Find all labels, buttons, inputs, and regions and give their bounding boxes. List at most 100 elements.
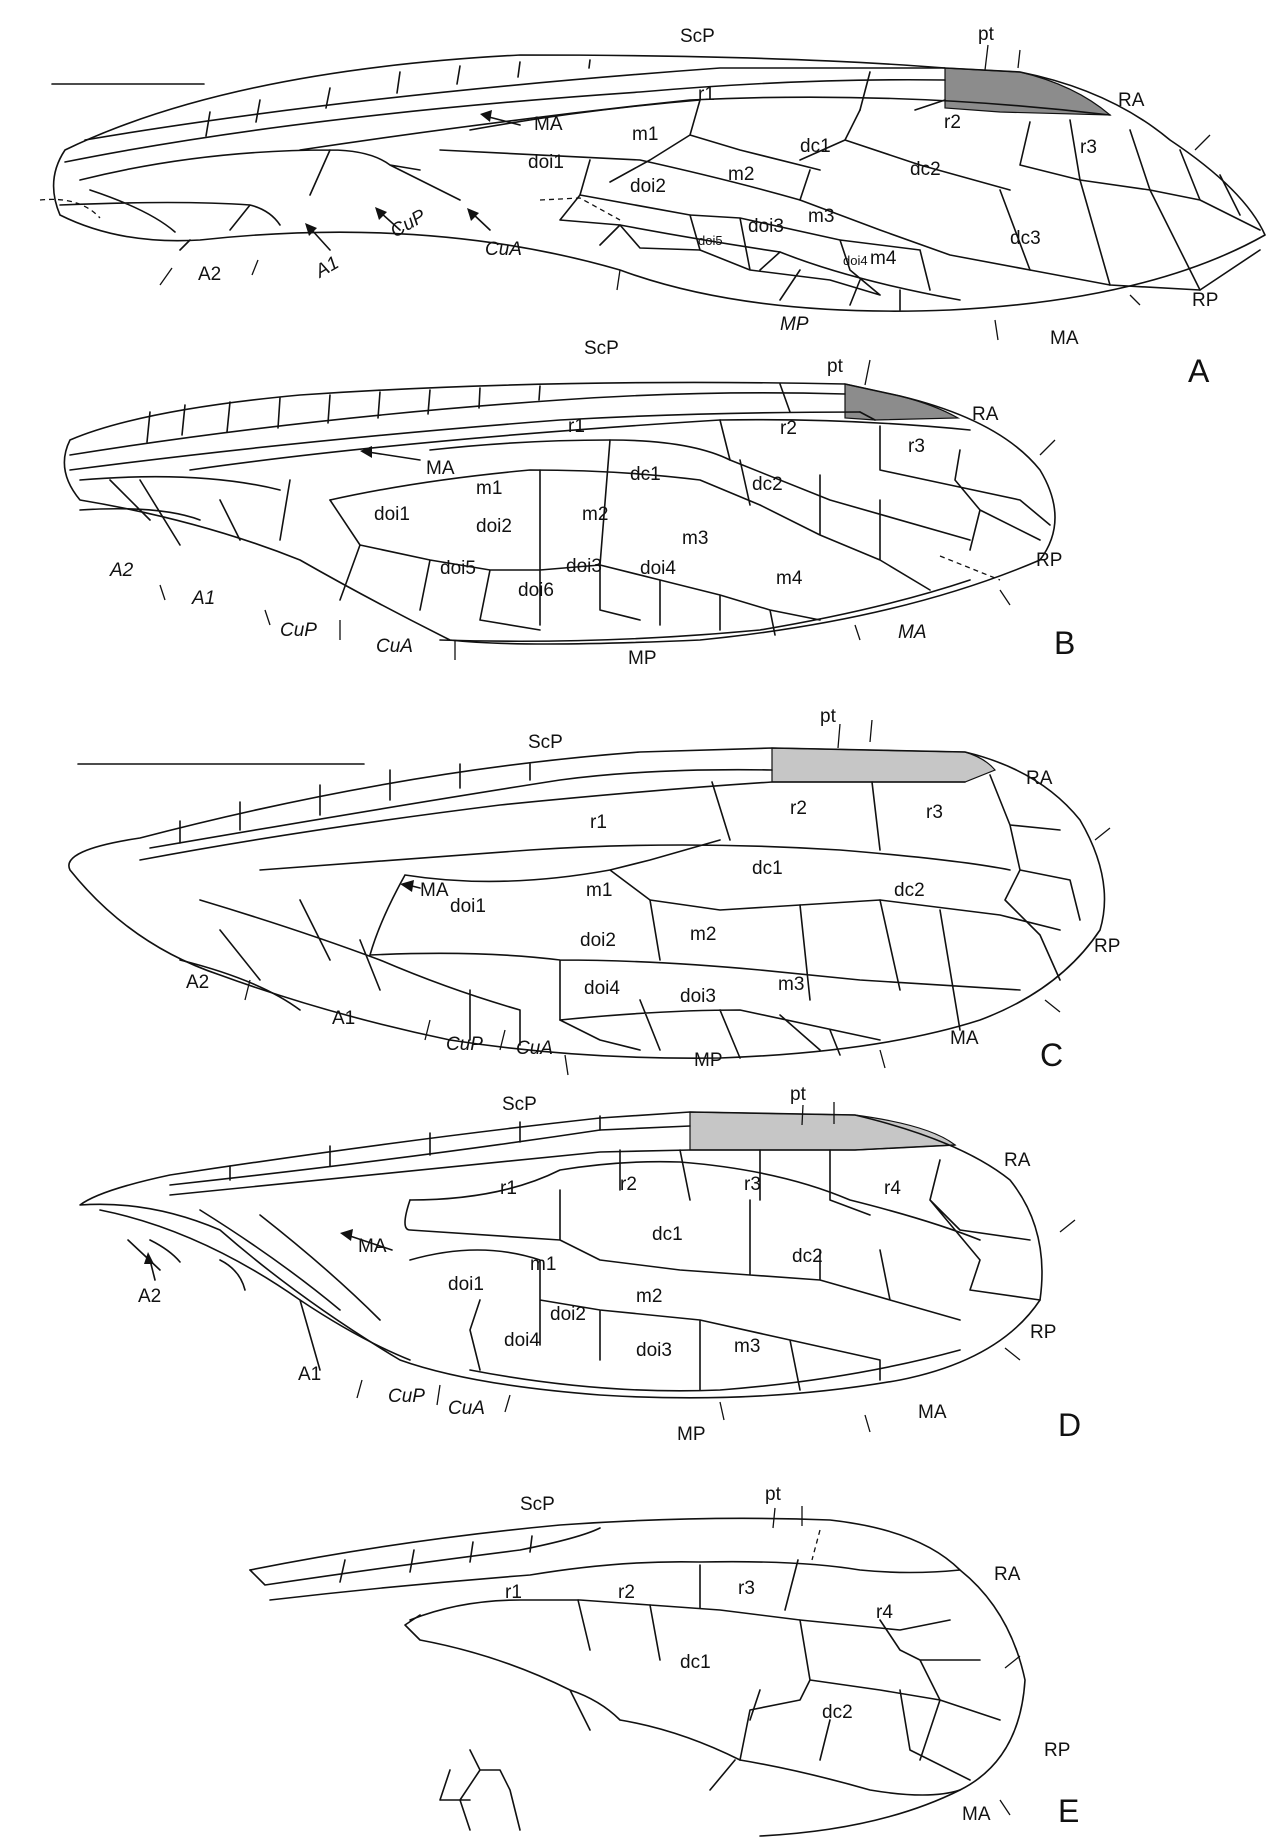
radial-sector-b — [719, 383, 1051, 551]
panel-a: ScP pt RA RP MA MA MP CuA CuP A1 A2 r1 r… — [39, 24, 1266, 389]
label-a1-a: A1 — [311, 253, 343, 283]
pterostigma-d — [689, 1111, 957, 1151]
arrowhead-ma-c — [400, 880, 414, 892]
label-doi1-c: doi1 — [450, 896, 486, 917]
label-cup-d: CuP — [388, 1386, 425, 1407]
label-m3-b: m3 — [682, 528, 708, 549]
vein-ma-d — [404, 1189, 961, 1321]
label-doi1-d: doi1 — [448, 1274, 484, 1295]
arrow-ma-d — [349, 1235, 393, 1251]
vein-a2-stub-d — [127, 1239, 161, 1271]
boundary-ticks-e — [772, 1506, 1021, 1816]
label-a2-d: A2 — [138, 1286, 161, 1307]
label-m3-c: m3 — [778, 974, 804, 995]
label-doi1-a: doi1 — [528, 152, 564, 173]
label-mp-a: MP — [780, 314, 809, 335]
label-r2-b: r2 — [780, 418, 797, 439]
label-doi2-b: doi2 — [476, 516, 512, 537]
wing-outline-e — [249, 1517, 1026, 1837]
vein-ra-d — [169, 1144, 956, 1196]
label-r3-e: r3 — [738, 1578, 755, 1599]
label-ra-e: RA — [994, 1564, 1021, 1585]
costal-crossveins-e — [339, 1535, 533, 1583]
vein-rp-d — [409, 1160, 981, 1241]
medial-crossveins-c — [369, 899, 1021, 1031]
label-scp-c: ScP — [528, 732, 563, 753]
label-cua-b: CuA — [376, 636, 413, 657]
dashed-base-a — [39, 198, 101, 219]
label-dc1-c: dc1 — [752, 858, 783, 879]
label-dc1-a: dc1 — [800, 136, 831, 157]
label-r3-d: r3 — [744, 1174, 761, 1195]
rp-crossveins-a — [859, 71, 946, 111]
label-rp-c: RP — [1094, 936, 1120, 957]
vein-scp-a — [84, 67, 946, 141]
label-doi2-c: doi2 — [580, 930, 616, 951]
label-doi3-c: doi3 — [680, 986, 716, 1007]
boundary-ticks-c — [244, 719, 1111, 1076]
panel-letter-b: B — [1054, 625, 1075, 661]
label-rp-d: RP — [1030, 1322, 1056, 1343]
label-mp-d: MP — [677, 1424, 706, 1445]
label-m2-b: m2 — [582, 504, 608, 525]
vein-mp-d — [469, 1349, 961, 1392]
boundary-ticks-a — [159, 44, 1211, 341]
label-m4-b: m4 — [776, 568, 803, 589]
medial-doi-crossveins-b — [329, 439, 821, 636]
label-pt-a: pt — [978, 24, 995, 45]
label-ma-e: MA — [962, 1804, 991, 1825]
label-pt-b: pt — [827, 356, 844, 377]
label-a1-d: A1 — [298, 1364, 321, 1385]
panel-d: ScP pt RA RP MA MA MP CuA CuP A1 A2 r1 r… — [79, 1084, 1081, 1445]
label-ma-c: MA — [950, 1028, 979, 1049]
panel-b: ScP pt RA RP MA MA MP CuA CuP A1 A2 r1 r… — [63, 338, 1075, 669]
arrowhead-cup-a — [375, 207, 387, 220]
label-dc2-c: dc2 — [894, 880, 925, 901]
label-doi4-a: doi4 — [843, 253, 868, 268]
doi-crossveins-c — [559, 999, 881, 1059]
label-cup-c: CuP — [446, 1034, 483, 1055]
label-dc3-a: dc3 — [1010, 228, 1041, 249]
wing-outline-c — [68, 747, 1106, 1059]
vein-ra-c — [139, 781, 966, 861]
label-ra-a: RA — [1118, 90, 1145, 111]
boundary-ticks-d — [356, 1102, 1076, 1433]
cubital-anal-veins-a — [59, 149, 461, 251]
label-doi5-a: doi5 — [698, 233, 723, 248]
arrow-ma-b — [367, 451, 421, 461]
vein-ra-a — [64, 78, 946, 163]
label-ma-arrow-d: MA — [358, 1236, 387, 1257]
label-a2-c: A2 — [186, 972, 209, 993]
label-cup-b: CuP — [280, 620, 317, 641]
pterostigma-b — [844, 383, 961, 421]
label-m1-a: m1 — [632, 124, 658, 145]
label-ma-a: MA — [1050, 328, 1079, 349]
label-dc2-e: dc2 — [822, 1702, 853, 1723]
label-r3-b: r3 — [908, 436, 925, 457]
label-ma-arrow-c: MA — [420, 880, 449, 901]
vein-ma-e — [404, 1614, 961, 1796]
label-doi6-b: doi6 — [518, 580, 554, 601]
label-a1-c: A1 — [332, 1008, 355, 1029]
label-doi5-b: doi5 — [440, 558, 476, 579]
vein-ra-e — [269, 1560, 961, 1601]
panel-letter-d: D — [1058, 1407, 1081, 1443]
arrow-ma-a — [484, 115, 521, 126]
pterostigma-c — [771, 747, 996, 783]
panel-letter-c: C — [1040, 1037, 1063, 1073]
costal-crossveins-d — [229, 1115, 601, 1181]
label-r2-d: r2 — [620, 1174, 637, 1195]
vein-scp-b — [69, 392, 846, 456]
vein-ra-b — [69, 411, 861, 471]
arrowhead-a1-a — [305, 223, 317, 236]
medial-crossveins-a — [579, 159, 1201, 296]
label-pt-e: pt — [765, 1484, 782, 1505]
label-pt-c: pt — [820, 706, 837, 727]
panel-c: ScP pt RA RP MA MA MP CuA CuP A1 A2 r1 r… — [68, 706, 1120, 1076]
label-r1-e: r1 — [505, 1582, 522, 1603]
vein-scp-c — [149, 768, 773, 849]
label-doi1-b: doi1 — [374, 504, 410, 525]
label-m2-c: m2 — [690, 924, 716, 945]
label-scp-a: ScP — [680, 26, 715, 47]
